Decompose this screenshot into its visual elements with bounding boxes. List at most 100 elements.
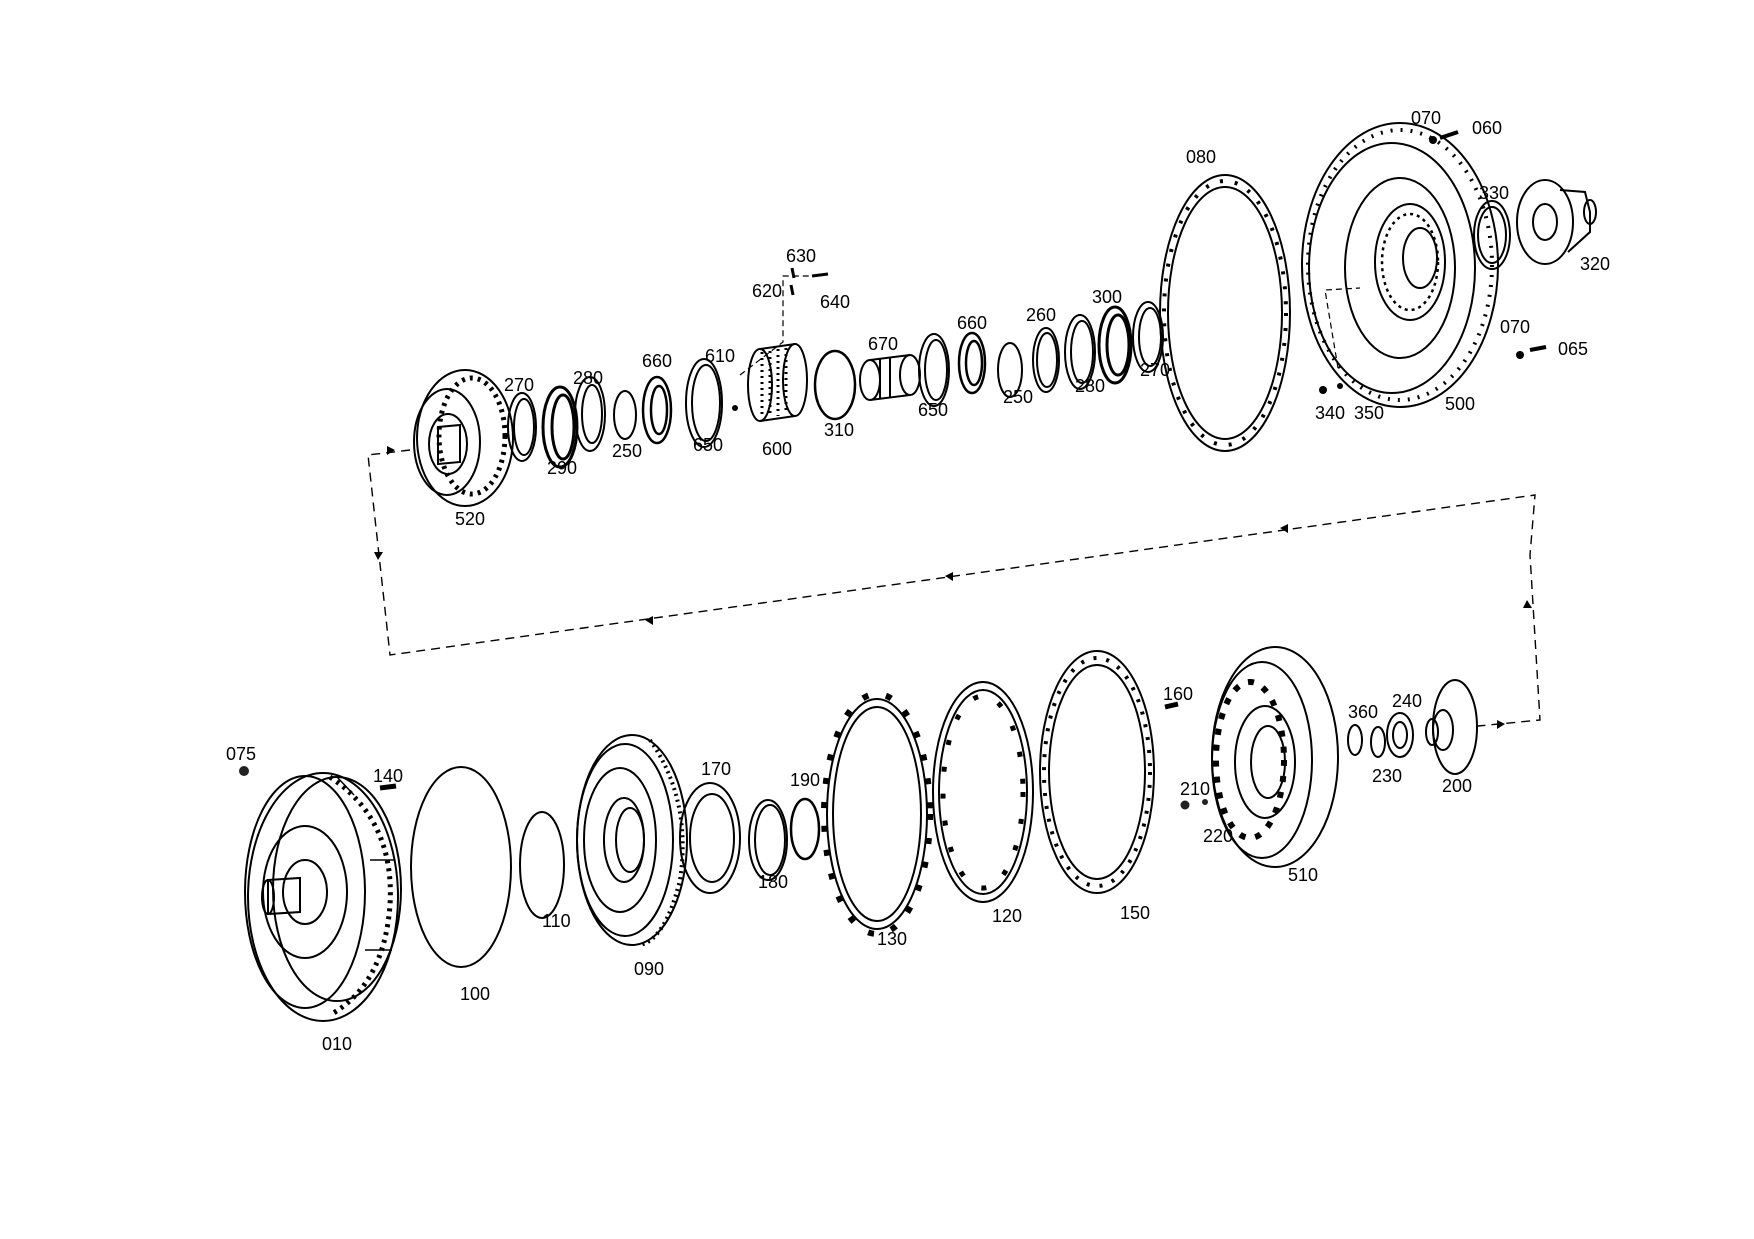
part-070-bolt-a [1429, 136, 1437, 144]
label-640: 640 [820, 292, 850, 312]
part-610-pin [732, 405, 738, 411]
label-360: 360 [1348, 702, 1378, 722]
label-200: 200 [1442, 776, 1472, 796]
label-510: 510 [1288, 865, 1318, 885]
assembly-path [367, 449, 1541, 727]
part-070-bolt-b [1516, 351, 1524, 359]
label-120: 120 [992, 906, 1022, 926]
part-600-needle-cage [747, 343, 808, 422]
part-010-converter-housing [244, 772, 402, 1022]
part-500-pump-housing [1301, 122, 1499, 408]
part-130-outer-plate [826, 698, 928, 930]
part-500-ribs [1380, 212, 1440, 312]
part-260-disc [1032, 327, 1060, 393]
label-670: 670 [868, 334, 898, 354]
part-180-ring [748, 799, 788, 881]
part-330-gasket [1473, 200, 1511, 270]
part-640-pin [811, 272, 829, 278]
part-630-pin [790, 267, 796, 279]
part-080-gasket [1159, 174, 1291, 452]
part-090-piston [576, 734, 688, 946]
label-220: 220 [1203, 826, 1233, 846]
part-510-lugs [1213, 679, 1287, 841]
assembly-path-arrows [374, 446, 1532, 729]
label-250-a: 250 [612, 441, 642, 461]
part-220-washer [1202, 799, 1208, 805]
label-150: 150 [1120, 903, 1150, 923]
label-600: 600 [762, 439, 792, 459]
part-350-washer [1337, 383, 1343, 389]
part-650-disc-b [918, 333, 950, 407]
label-280-b: 280 [1075, 376, 1105, 396]
label-500: 500 [1445, 394, 1475, 414]
part-075-plug [239, 766, 249, 776]
part-200-flange [1425, 679, 1478, 775]
label-630: 630 [786, 246, 816, 266]
part-280-disc-a [574, 376, 606, 452]
part-150-holed-disc [1039, 650, 1155, 894]
label-160: 160 [1163, 684, 1193, 704]
label-260: 260 [1026, 305, 1056, 325]
part-650-disc-a [685, 358, 723, 448]
part-300-ring [1097, 305, 1133, 385]
label-280-a: 280 [573, 368, 603, 388]
part-090-teeth [639, 738, 685, 947]
part-670-sleeve [859, 354, 921, 401]
label-180: 180 [758, 872, 788, 892]
label-610: 610 [705, 346, 735, 366]
label-660-b: 660 [957, 313, 987, 333]
label-070-a: 070 [1411, 108, 1441, 128]
part-150-holes [1042, 656, 1152, 888]
label-170: 170 [701, 759, 731, 779]
part-230-ring [1370, 726, 1386, 758]
label-660-a: 660 [642, 351, 672, 371]
label-065: 065 [1558, 339, 1588, 359]
label-650-b: 650 [918, 400, 948, 420]
label-350: 350 [1354, 403, 1384, 423]
part-280-disc-b [1064, 314, 1096, 390]
label-110: 110 [542, 911, 571, 931]
part-120-inner-plate [932, 681, 1034, 903]
part-250-ring-b [997, 342, 1023, 398]
part-660-bearing-a [641, 375, 673, 445]
label-320: 320 [1580, 254, 1610, 274]
part-520-teeth [436, 375, 508, 497]
label-290: 290 [547, 458, 577, 478]
part-110-o-ring [519, 811, 565, 919]
part-360-ring [1347, 724, 1363, 756]
label-190: 190 [790, 770, 820, 790]
part-250-ring-a [613, 390, 637, 440]
part-660-bearing-b [957, 331, 987, 395]
part-065-bolt [1529, 345, 1547, 352]
label-270-a: 270 [504, 375, 534, 395]
part-320-flange-cover [1516, 179, 1597, 265]
label-075: 075 [226, 744, 256, 764]
label-240: 240 [1392, 691, 1422, 711]
part-190-snap-ring [789, 797, 821, 861]
label-520: 520 [455, 509, 485, 529]
part-140-pin [379, 783, 397, 791]
part-labels: 010 075 140 100 110 090 170 180 190 130 … [226, 108, 1610, 1054]
label-310: 310 [824, 420, 854, 440]
part-290-ring [541, 385, 579, 469]
label-230: 230 [1372, 766, 1402, 786]
part-010-teeth [328, 774, 393, 1018]
part-310-snap-ring [813, 349, 857, 421]
part-100-o-ring [410, 766, 512, 968]
label-140: 140 [373, 766, 403, 786]
part-340-bolt [1319, 386, 1327, 394]
label-100: 100 [460, 984, 490, 1004]
part-500-teeth [1306, 128, 1494, 402]
label-340: 340 [1315, 403, 1345, 423]
part-620-pin [789, 284, 795, 296]
part-060-bolt [1439, 130, 1459, 140]
part-210-bolt [1180, 800, 1190, 810]
part-160-bolt [1164, 701, 1179, 710]
part-080-holes [1162, 179, 1288, 447]
label-250-b: 250 [1003, 387, 1033, 407]
part-120-tabs [940, 693, 1026, 891]
label-650-a: 650 [693, 435, 723, 455]
part-270-ring-a [507, 392, 537, 462]
label-300: 300 [1092, 287, 1122, 307]
